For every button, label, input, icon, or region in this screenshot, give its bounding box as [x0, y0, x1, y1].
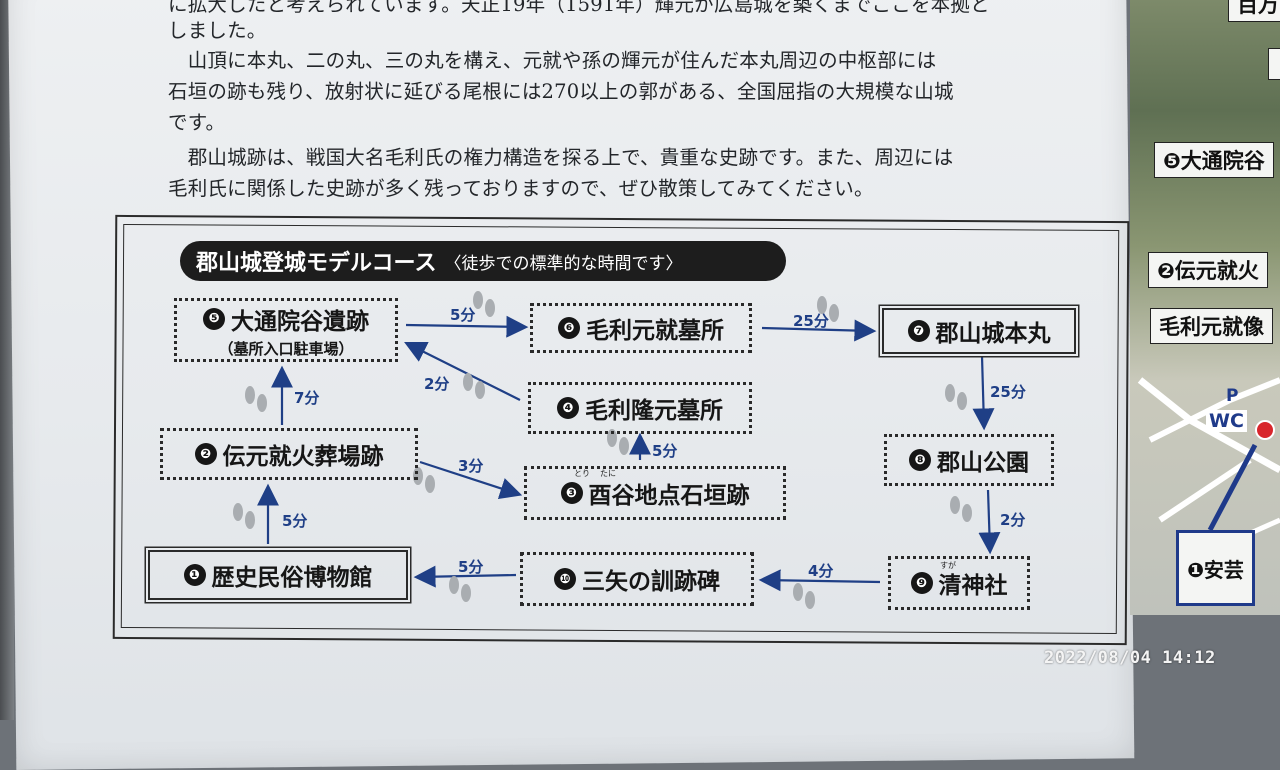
map-label-daitsuin: ❺大通院谷 [1154, 142, 1274, 178]
leg-8-to-9: 2分 [1000, 511, 1026, 529]
map-label-aki: ❶安芸 [1176, 530, 1255, 606]
stop-label: 大通院谷遺跡 [231, 308, 369, 335]
stop-number-badge: ❶ [183, 564, 206, 586]
stop-number-badge: ❺ [203, 307, 225, 330]
stop-number-badge: ❾ [910, 572, 933, 594]
stop-number-badge: ❸ [560, 482, 583, 504]
stop-sublabel: （墓所入口駐車場） [218, 339, 354, 358]
stop-number-badge: ❿ [554, 568, 576, 590]
stop-number-badge: ❷ [194, 443, 217, 465]
stop-number-badge: ❻ [558, 317, 580, 339]
leg-5-to-6: 5分 [450, 306, 476, 324]
map-label-hyakuman: 百万 [1228, 0, 1280, 22]
course-subtitle: 〈徒歩での標準的な時間です〉 [444, 253, 683, 274]
leg-7-to-8: 25分 [990, 383, 1026, 401]
course-title: 郡山城登城モデルコース [196, 251, 437, 276]
leg-6-to-7: 25分 [793, 312, 829, 330]
stop-4-takamoto-grave: ❹ 毛利隆元墓所 [528, 382, 752, 434]
leg-3-to-4: 5分 [652, 442, 678, 460]
stop-8-koriyama-park: ❽ 郡山公園 [884, 434, 1054, 486]
map-parking-label: P [1226, 386, 1239, 406]
stop-10-sanshi-monument: ❿ 三矢の訓跡碑 [520, 552, 754, 606]
intro-line-4: 石垣の跡も残り、放射状に延びる尾根には270以上の郭がある、全国屈指の大規模な山… [168, 80, 954, 103]
stop-number-badge: ❽ [909, 449, 931, 471]
leg-2-to-5: 7分 [294, 389, 320, 407]
intro-line-3: 山頂に本丸、二の丸、三の丸を構え、元就や孫の輝元が住んだ本丸周辺の中枢部には [168, 49, 937, 72]
photo-timestamp: 2022/08/04 14:12 [1044, 648, 1216, 668]
ruby-tori: とり [574, 469, 590, 478]
map-label-motonari-kaso: ❷伝元就火 [1148, 252, 1268, 288]
leg-1-to-2: 5分 [282, 512, 308, 530]
map-wc-label: WC [1206, 410, 1247, 432]
intro-line-6: 郡山城跡は、戦国大名毛利氏の権力構造を探る上で、貴重な史跡です。また、周辺には [168, 146, 954, 169]
stop-label: 郡山城本丸 [935, 321, 1051, 347]
stop-label: 三矢の訓跡碑 [582, 569, 720, 595]
stop-label: 毛利隆元墓所 [585, 398, 723, 424]
leg-9-to-10: 4分 [808, 562, 834, 580]
map-roads [1137, 377, 1280, 563]
map-label-motonari-zo: 毛利元就像 [1150, 308, 1273, 344]
leg-2-to-3: 3分 [458, 457, 484, 475]
map-label-cut [1268, 48, 1280, 80]
stop-label: 酉谷地点石垣跡 [588, 483, 750, 509]
stop-label: 伝元就火葬場跡 [222, 444, 384, 470]
stop-6-motonari-grave: ❻ 毛利元就墓所 [530, 303, 752, 353]
ruby-tani: たに [600, 469, 616, 478]
leg-10-to-1: 5分 [458, 558, 484, 576]
stop-label: 歴史民俗博物館 [211, 565, 373, 591]
stop-label: 郡山公園 [937, 450, 1029, 476]
stop-number-badge: ❹ [557, 397, 579, 419]
stop-number-badge: ❼ [907, 320, 930, 342]
intro-line-7: 毛利氏に関係した史跡が多く残っておりますので、ぜひ散策してみてください。 [168, 177, 874, 200]
intro-line-2: しました。 [168, 19, 267, 42]
ruby-suga: すが [940, 561, 956, 570]
stop-5-daitsuin-ruins: ❺ 大通院谷遺跡 （墓所入口駐車場） [174, 298, 398, 362]
intro-line-5: です。 [168, 111, 226, 134]
intro-line-1: に拡大したと考えられています。天正19年（1591年）輝元が広島城を築くまでここ… [168, 0, 990, 16]
leg-4-to-5: 2分 [424, 375, 450, 393]
course-title-banner: 郡山城登城モデルコース 〈徒歩での標準的な時間です〉 [180, 241, 786, 281]
map-panel: 百万 ❺大通院谷 ❷伝元就火 毛利元就像 P WC ❶安芸 [1130, 0, 1280, 615]
stop-label: 清神社 [938, 573, 1008, 599]
stop-label: 毛利元就墓所 [586, 318, 724, 344]
